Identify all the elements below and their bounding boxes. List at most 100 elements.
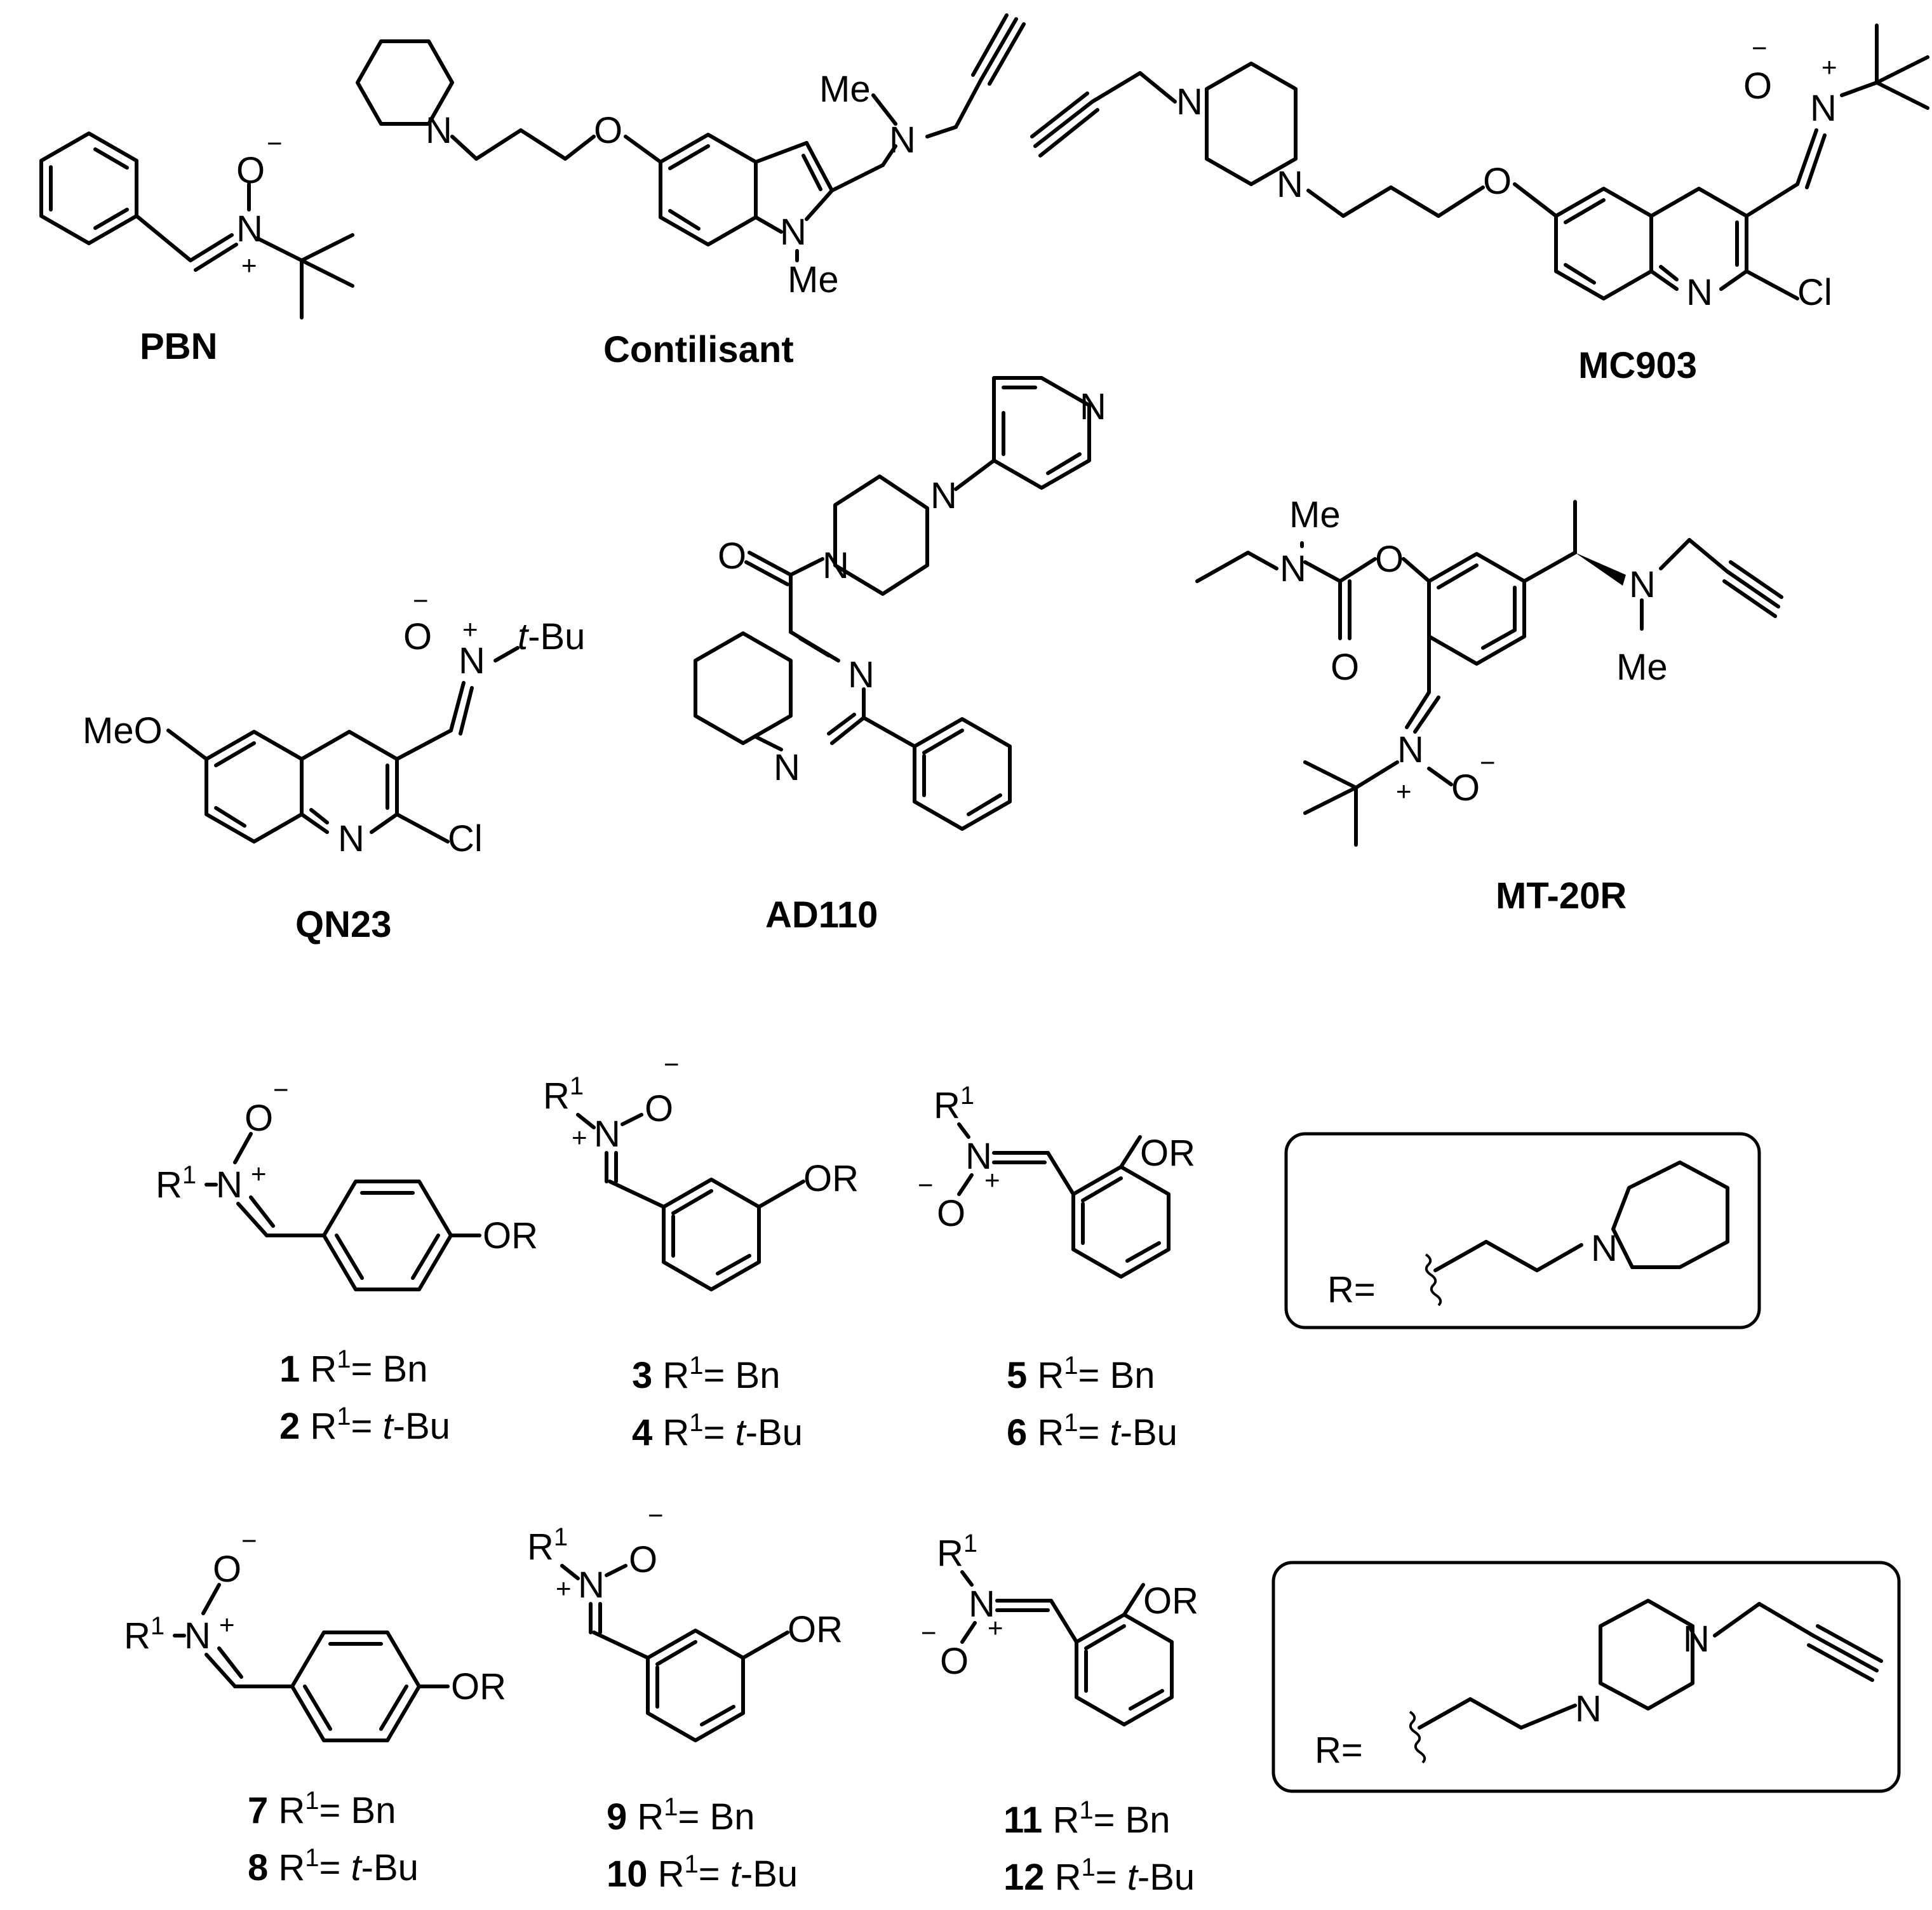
caption-6: 6 R1= t-Bu — [1007, 1409, 1177, 1453]
atom-n: N — [930, 475, 957, 516]
atom-or: OR — [483, 1215, 538, 1256]
captions-row-1: 1 R1= Bn 2 R1= t-Bu 3 R1= Bn 4 R1= t-Bu … — [279, 1345, 1177, 1453]
atom-n: N — [578, 1564, 605, 1606]
atom-r1: R1 — [937, 1530, 977, 1574]
atom-me: Me — [819, 69, 871, 110]
atom-r-eq: R= — [1327, 1269, 1376, 1310]
atom-or: OR — [803, 1158, 859, 1199]
atom-n: N — [1080, 386, 1106, 427]
atom-cl: Cl — [448, 818, 483, 859]
caption-11: 11 R1= Bn — [1003, 1796, 1171, 1841]
atom-o: O — [403, 616, 432, 657]
structure-para-7-8: R1 N + O − OR — [124, 1526, 506, 1742]
charge-plus: + — [1396, 776, 1412, 806]
label-contilisant: Contilisant — [603, 329, 794, 370]
atom-n: N — [216, 1164, 243, 1206]
atom-meo: MeO — [83, 710, 163, 751]
charge-minus: − — [648, 1500, 664, 1530]
caption-3: 3 R1= Bn — [632, 1352, 780, 1396]
charge-minus: − — [1480, 748, 1496, 777]
charge-minus: − — [1752, 33, 1768, 63]
charge-plus: + — [1821, 52, 1837, 82]
atom-n: N — [969, 1584, 995, 1625]
structure-para-1-2: R1 N + O − OR — [156, 1075, 538, 1291]
structure-ad110: N N N O N N AD110 — [694, 376, 1106, 936]
charge-plus: + — [572, 1122, 587, 1152]
atom-n: N — [459, 640, 485, 682]
atom-o: O — [213, 1549, 241, 1590]
atom-n: N — [1629, 564, 1656, 605]
atom-o: O — [645, 1088, 673, 1129]
captions-row-2: 7 R1= Bn 8 R1= t-Bu 9 R1= Bn 10 R1= t-Bu… — [248, 1787, 1195, 1898]
caption-1: 1 R1= Bn — [279, 1345, 427, 1390]
atom-n: N — [184, 1615, 211, 1657]
caption-5: 5 R1= Bn — [1007, 1352, 1155, 1396]
atom-o: O — [937, 1193, 965, 1234]
atom-o: O — [245, 1098, 273, 1139]
atom-o: O — [1375, 539, 1404, 580]
atom-me: Me — [788, 259, 839, 300]
atom-r1: R1 — [124, 1612, 164, 1657]
atom-r1: R1 — [527, 1523, 568, 1568]
charge-minus: − — [921, 1618, 937, 1648]
label-pbn: PBN — [140, 326, 217, 367]
atom-me: Me — [1616, 647, 1668, 688]
atom-n: N — [1280, 548, 1306, 589]
atom-r1: R1 — [156, 1161, 196, 1206]
atom-n: N — [426, 110, 452, 151]
structure-ortho-11-12: R1 N + O − OR — [921, 1530, 1198, 1726]
atom-n: N — [1277, 164, 1303, 205]
atom-n: N — [1683, 1618, 1710, 1660]
structure-meta-9-10: R1 N + O − OR — [527, 1500, 843, 1742]
atom-o: O — [629, 1539, 657, 1580]
atom-r-eq: R= — [1315, 1730, 1363, 1771]
charge-minus: − — [241, 1526, 257, 1556]
caption-4: 4 R1= t-Bu — [632, 1409, 803, 1453]
atom-n: N — [1591, 1228, 1618, 1269]
structure-ortho-5-6: R1 N + O − OR — [918, 1082, 1195, 1279]
charge-plus: + — [556, 1573, 572, 1603]
charge-plus: + — [241, 250, 257, 280]
atom-n: N — [1397, 729, 1424, 770]
atom-n: N — [1686, 272, 1713, 313]
caption-9: 9 R1= Bn — [607, 1793, 755, 1838]
charge-plus: + — [984, 1165, 1000, 1195]
structure-qn23: MeO N Cl N O − + t-Bu QN23 — [83, 586, 585, 945]
structure-mc903: N N O N Cl N O − + MC903 — [1030, 24, 1929, 386]
atom-n: N — [1810, 88, 1837, 129]
caption-10: 10 R1= t-Bu — [607, 1850, 798, 1895]
atom-r1: R1 — [934, 1082, 974, 1126]
atom-or: OR — [1140, 1133, 1195, 1174]
structure-contilisant: N O N Me N Me Contilisant — [356, 13, 1026, 370]
atom-n: N — [780, 212, 807, 253]
atom-or: OR — [1143, 1580, 1198, 1622]
atom-n: N — [965, 1136, 992, 1177]
atom-n: N — [848, 654, 875, 696]
atom-o: O — [1331, 647, 1359, 688]
atom-o: O — [1483, 161, 1512, 202]
r-group-box-piperidine: R= N — [1284, 1132, 1761, 1329]
atom-o: O — [1743, 65, 1772, 107]
caption-12: 12 R1= t-Bu — [1003, 1853, 1195, 1898]
atom-r1: R1 — [543, 1072, 584, 1117]
atom-n: N — [889, 119, 916, 161]
charge-plus: + — [462, 614, 478, 644]
charge-plus: + — [219, 1610, 235, 1639]
atom-tbu: t-Bu — [518, 616, 585, 657]
atom-n: N — [822, 545, 849, 586]
structure-meta-3-4: R1 N + O − OR — [543, 1049, 859, 1291]
atom-n: N — [774, 747, 800, 788]
charge-minus: − — [273, 1075, 289, 1105]
atom-me: Me — [1289, 494, 1341, 535]
atom-o: O — [1451, 767, 1480, 809]
atom-or: OR — [788, 1609, 843, 1650]
charge-minus: − — [267, 128, 283, 158]
atom-n: N — [236, 208, 263, 250]
charge-plus: + — [988, 1613, 1003, 1643]
atom-cl: Cl — [1797, 272, 1832, 313]
atom-n: N — [594, 1113, 621, 1155]
structure-pbn: N O − + PBN — [39, 128, 354, 367]
atom-o: O — [594, 110, 622, 151]
